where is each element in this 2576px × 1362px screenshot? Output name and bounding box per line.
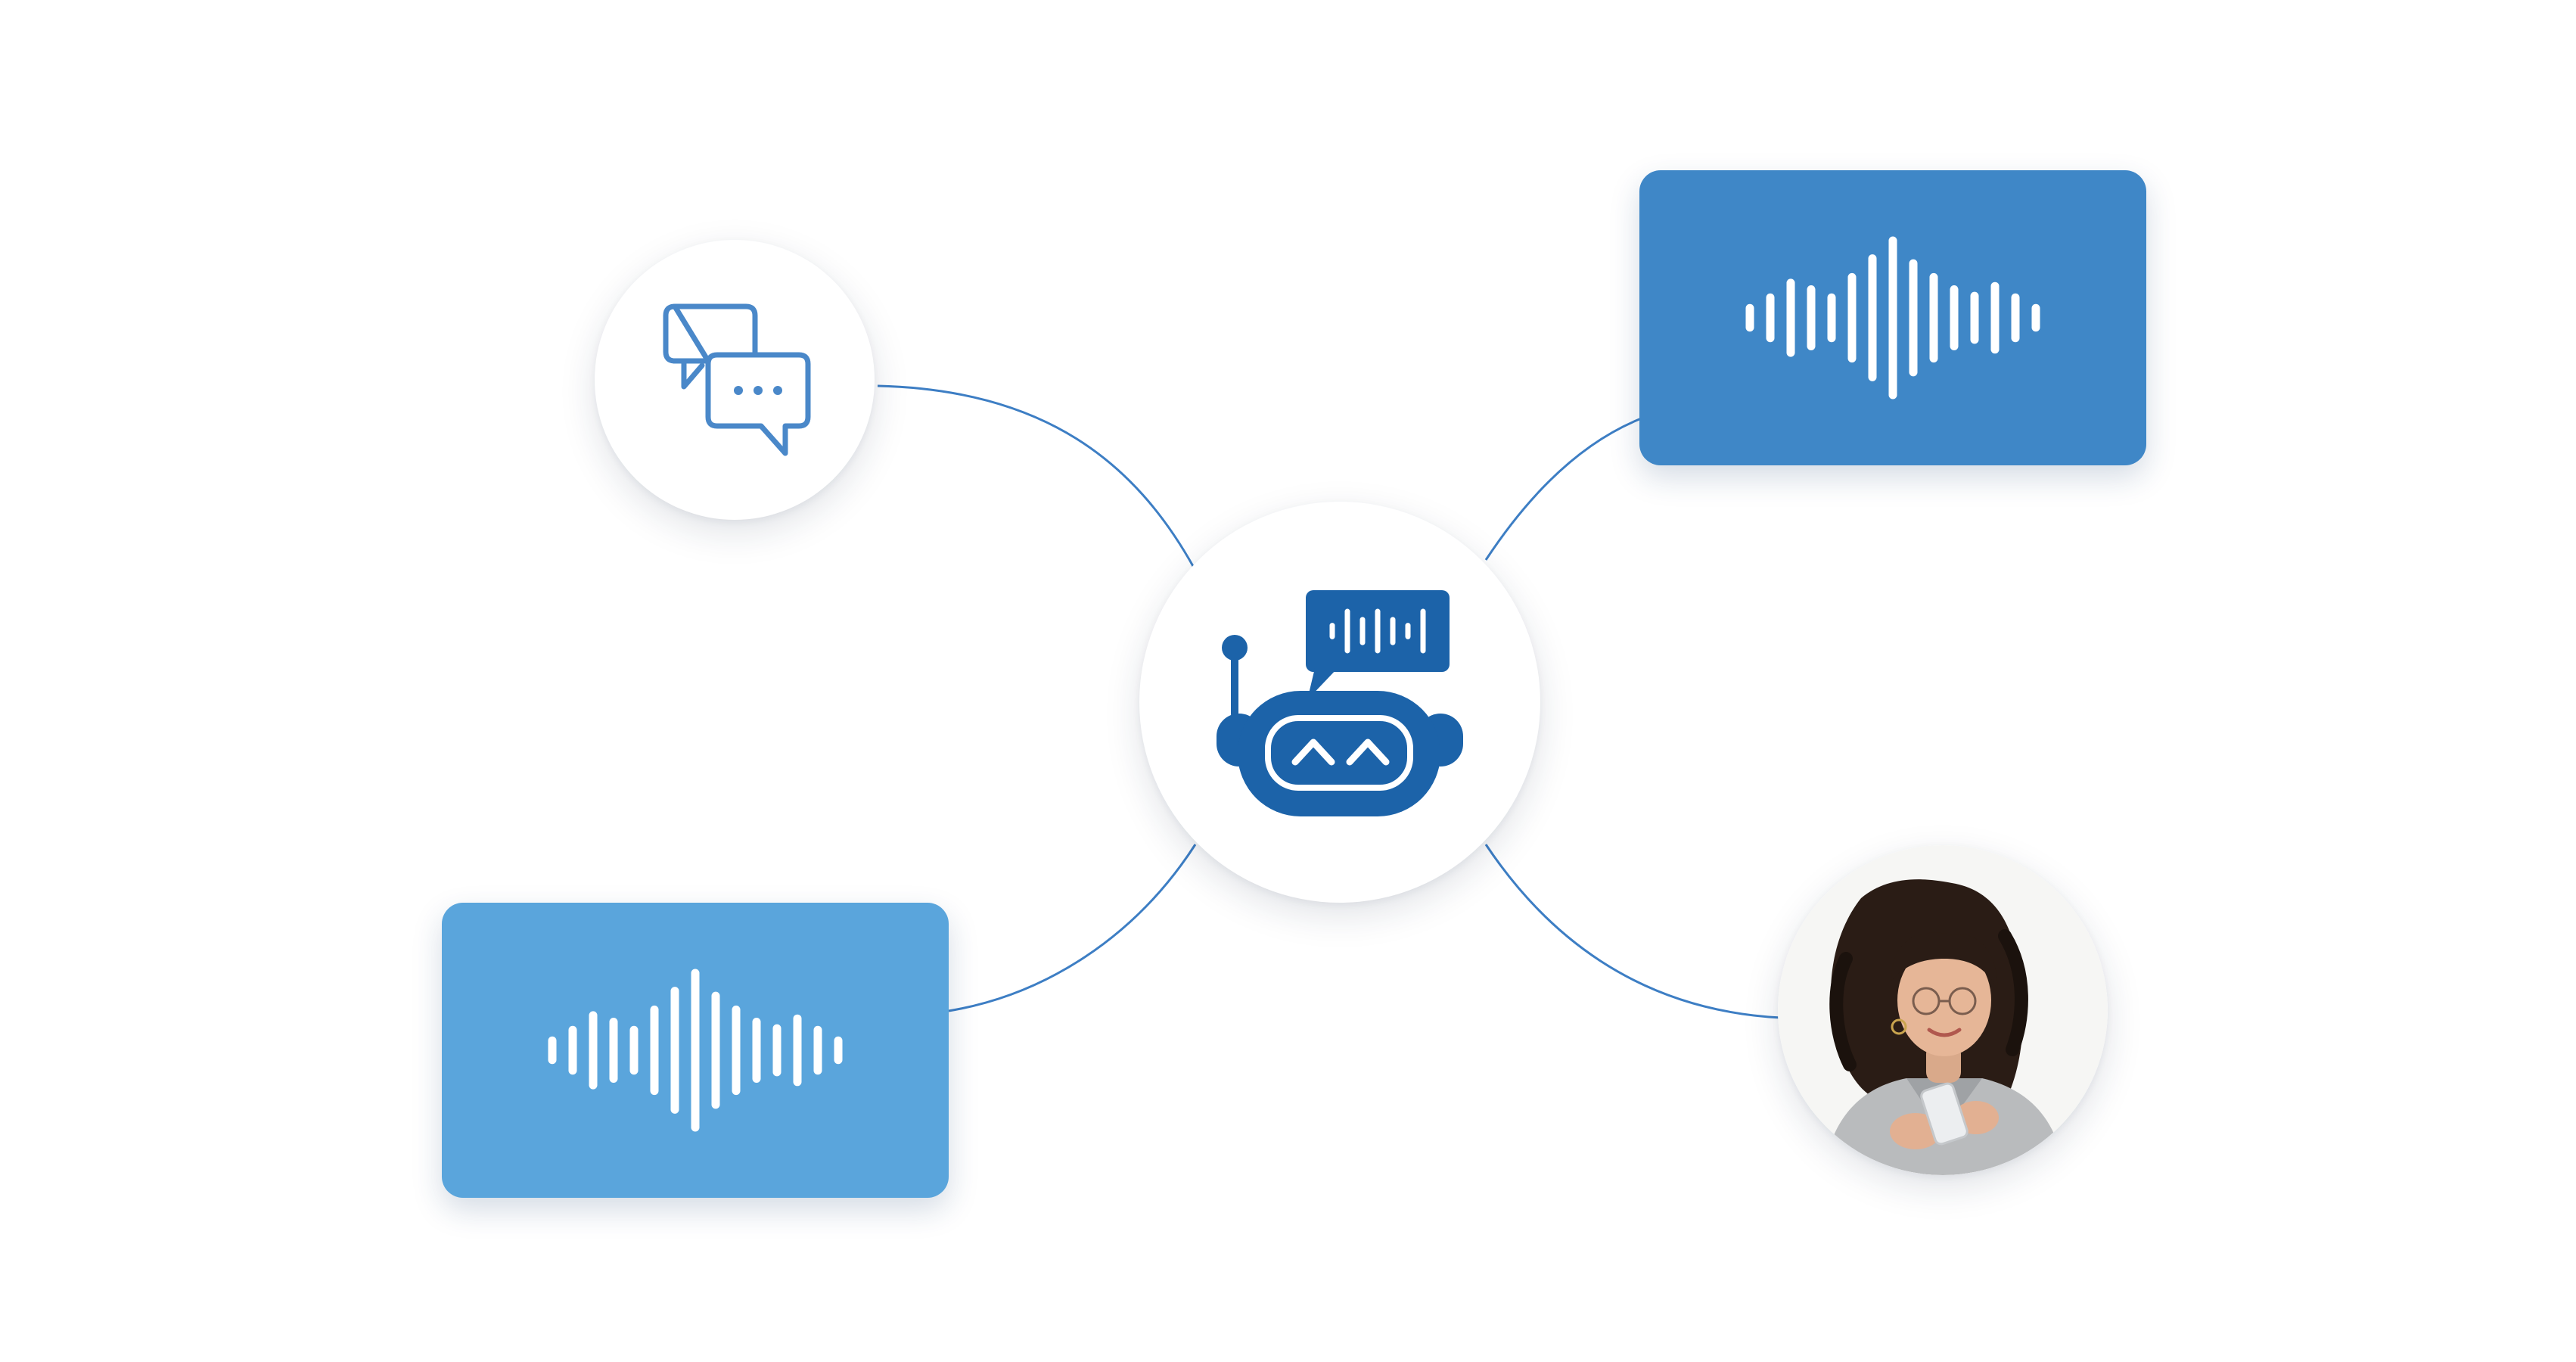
wave-bar [1405, 623, 1411, 639]
wave-bar [1375, 608, 1381, 654]
user-photo-node [1778, 845, 2108, 1175]
wave-bar [1807, 285, 1816, 350]
sound-wave-icon [1745, 236, 2040, 400]
connector-bot-to-wave-top [1484, 416, 1644, 561]
wave-bar [1766, 293, 1775, 343]
wave-bar [1950, 285, 1959, 350]
chat-bubbles-icon [663, 303, 811, 456]
wave-bar [793, 1014, 802, 1087]
wave-bar [752, 1018, 761, 1083]
connector-bot-to-user [1484, 844, 1782, 1019]
bot-node [1139, 502, 1540, 903]
person-with-phone-photo [1778, 845, 2108, 1175]
wave-bar [1420, 608, 1426, 654]
wave-bar [1990, 281, 2000, 354]
wave-bar [2031, 303, 2040, 332]
wave-bar [2011, 293, 2020, 343]
wave-bar [732, 1005, 741, 1096]
wave-bar [772, 1024, 782, 1077]
wave-bar [609, 1018, 618, 1083]
wave-bar [1786, 278, 1795, 357]
wave-bar [1868, 254, 1877, 381]
wave-bar [711, 991, 720, 1109]
robot-voice-icon [1217, 590, 1463, 816]
wave-card-bottom [442, 903, 949, 1198]
wave-bar [1745, 303, 1754, 332]
wave-card-top [1639, 170, 2146, 465]
connector-bot-to-wave-bottom [948, 844, 1197, 1012]
wave-bar [1827, 293, 1836, 343]
chat-node [595, 240, 875, 520]
wave-bar [568, 1025, 577, 1075]
connector-chat-to-bot [877, 384, 1195, 568]
wave-bar [1329, 623, 1335, 639]
wave-bar [670, 987, 679, 1114]
wave-bar [691, 969, 700, 1132]
wave-bar [629, 1025, 639, 1075]
wave-bar [1929, 272, 1938, 363]
wave-bar [1888, 236, 1897, 400]
wave-bar [834, 1036, 843, 1065]
wave-bar [650, 1005, 659, 1096]
wave-bar [1909, 259, 1918, 377]
wave-bar [1847, 272, 1857, 363]
wave-bar [548, 1036, 557, 1065]
wave-bar [1970, 291, 1979, 344]
sound-wave-icon [548, 969, 843, 1132]
wave-bar [1390, 617, 1396, 645]
wave-bar [813, 1025, 822, 1075]
wave-bar [1344, 608, 1350, 654]
wave-bar [1359, 617, 1366, 645]
bot-bubble-waveform [1329, 608, 1426, 654]
wave-bar [589, 1011, 598, 1090]
